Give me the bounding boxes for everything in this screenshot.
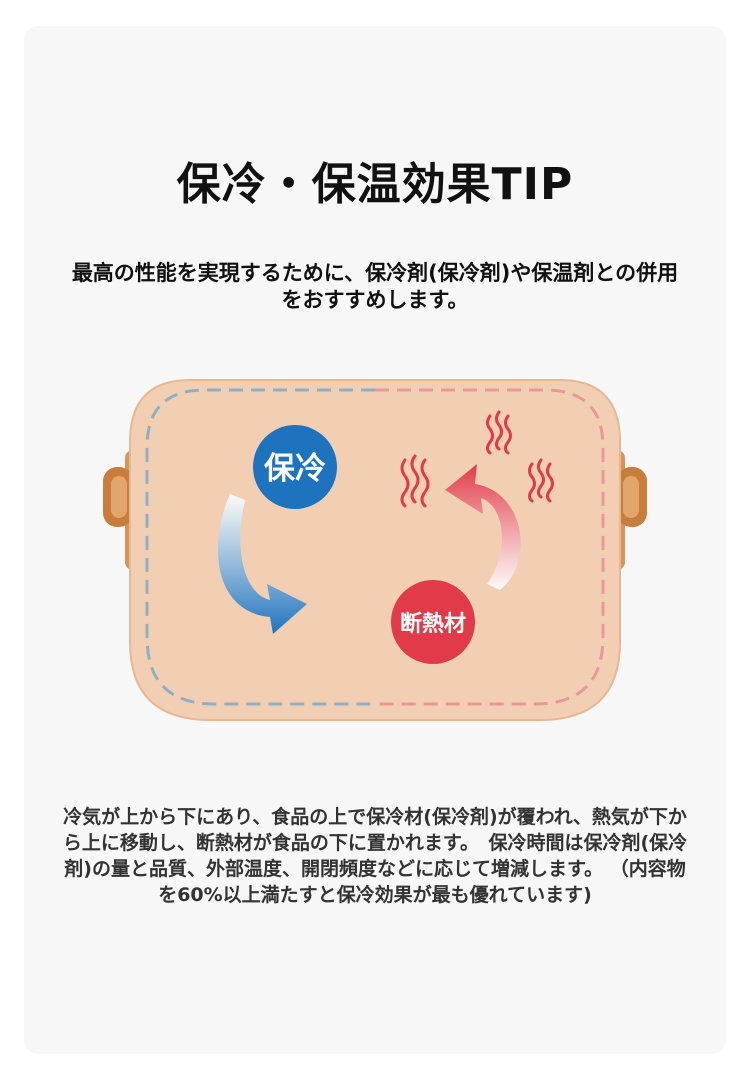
description-line-2: ら上に移動し、断熱材が食品の下に置かれます。 保冷時間は保冷剤(保冷: [62, 832, 688, 854]
cool-badge: [253, 425, 337, 509]
insulation-label: 断熱材: [400, 611, 466, 637]
intro-text: 最高の性能を実現するために、保冷剤(保冷剤)や保温剤との併用 をおすすめします。: [10, 260, 740, 314]
description-line-4: を60%以上満たすと保冷効果が最も優れています): [158, 884, 592, 906]
warm-flow-arrow: [445, 464, 521, 590]
cool-flow-arrow: [217, 494, 307, 634]
cool-label: 保冷: [264, 451, 326, 487]
cooler-box-body: [129, 379, 621, 721]
cooler-box-illustration: 保冷 断熱材: [103, 379, 647, 721]
description-line-1: 冷気が上から下にあり、食品の上で保冷材(保冷剤)が覆われ、熱気が下か: [63, 806, 687, 828]
heat-wave-icon: [400, 454, 430, 508]
heat-wave-icon: [486, 410, 512, 455]
page-title: 保冷・保温効果TIP: [176, 159, 574, 210]
intro-line-2: をおすすめします。: [281, 288, 469, 312]
description-text: 冷気が上から下にあり、食品の上で保冷材(保冷剤)が覆われ、熱気が下か ら上に移動…: [14, 804, 736, 908]
heat-wave-icon: [528, 458, 554, 503]
description-line-3: 剤)の量と品質、外部温度、開閉頻度などに応じて増減します。 （内容物: [64, 858, 686, 880]
cool-zone-outline: [145, 388, 375, 706]
insulation-badge: [391, 580, 475, 664]
warm-zone-outline: [375, 388, 605, 706]
intro-line-1: 最高の性能を実現するために、保冷剤(保冷剤)や保温剤との併用: [71, 261, 679, 285]
